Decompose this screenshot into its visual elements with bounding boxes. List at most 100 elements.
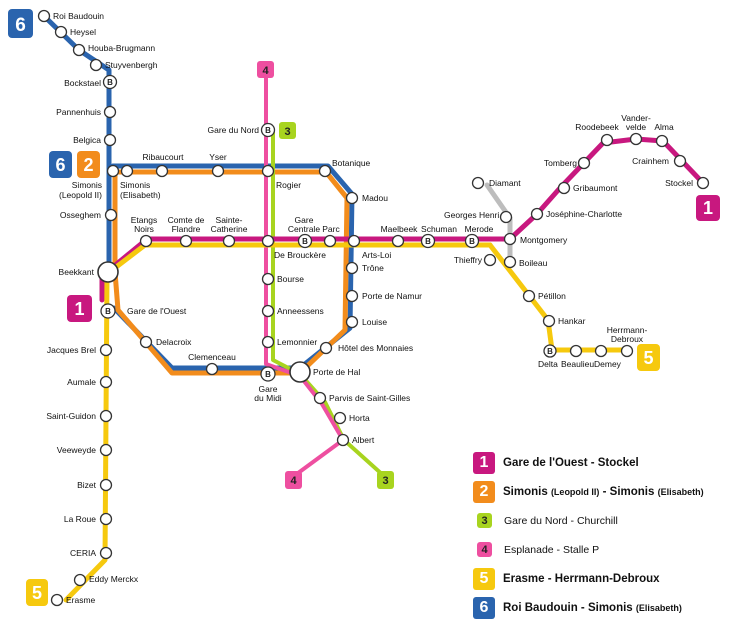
station-dot[interactable] bbox=[99, 375, 113, 389]
station-dot[interactable] bbox=[557, 181, 571, 195]
label-sainte-b: Catherine bbox=[211, 224, 248, 234]
legend-text-6a: Roi Baudouin - Simonis bbox=[503, 601, 636, 614]
station-beekkant-hub[interactable] bbox=[97, 261, 119, 283]
station-dot[interactable] bbox=[139, 234, 153, 248]
b-station-schuman[interactable]: B bbox=[420, 233, 436, 249]
station-dot[interactable] bbox=[345, 261, 359, 275]
label-houba: Houba-Brugmann bbox=[88, 43, 155, 53]
station-dot[interactable] bbox=[594, 344, 608, 358]
b-station-bockstael[interactable]: B bbox=[102, 74, 118, 90]
legend-item-line-5: 5 Erasme - Herrmann-Debroux bbox=[473, 565, 723, 592]
station-dot[interactable] bbox=[629, 132, 643, 146]
label-petillon: Pétillon bbox=[538, 291, 566, 301]
station-dot[interactable] bbox=[261, 335, 275, 349]
legend-text-4: Esplanade - Stalle P bbox=[504, 543, 600, 556]
station-dot[interactable] bbox=[483, 253, 497, 267]
b-station-gare-du-nord[interactable]: B bbox=[260, 122, 276, 138]
legend-badge-1: 1 bbox=[473, 451, 495, 474]
station-dot[interactable] bbox=[72, 43, 86, 57]
station-dot[interactable] bbox=[503, 232, 517, 246]
label-comte-a: Comte de bbox=[168, 215, 205, 225]
legend-text-1: Gare de l'Ouest - Stockel bbox=[503, 456, 639, 469]
legend-text-5: Erasme - Herrmann-Debroux bbox=[503, 572, 660, 585]
station-dot[interactable] bbox=[155, 164, 169, 178]
label-gare-du-nord: Gare du Nord bbox=[208, 125, 260, 135]
station-dot[interactable] bbox=[655, 134, 669, 148]
station-dot[interactable] bbox=[345, 191, 359, 205]
label-simonis-el-a: Simonis bbox=[120, 180, 150, 190]
label-veeweyde: Veeweyde bbox=[57, 445, 96, 455]
station-dot[interactable] bbox=[103, 105, 117, 119]
station-dot[interactable] bbox=[99, 478, 113, 492]
station-dot[interactable] bbox=[104, 208, 118, 222]
station-dot[interactable] bbox=[103, 133, 117, 147]
line-4-badge-top-label: 4 bbox=[262, 65, 269, 77]
station-dot[interactable] bbox=[222, 234, 236, 248]
station-porte-de-hal-hub[interactable] bbox=[289, 361, 311, 383]
label-parvis: Parvis de Saint-Gilles bbox=[329, 393, 410, 403]
label-roi-baudouin: Roi Baudouin bbox=[53, 11, 104, 21]
station-dot[interactable] bbox=[261, 234, 275, 248]
station-dot[interactable] bbox=[139, 335, 153, 349]
station-dot[interactable] bbox=[54, 25, 68, 39]
station-dot[interactable] bbox=[106, 164, 120, 178]
b-station-gare-du-midi[interactable]: B bbox=[260, 366, 276, 382]
station-dot[interactable] bbox=[261, 304, 275, 318]
label-etangs-b: Noirs bbox=[134, 224, 154, 234]
station-dot[interactable] bbox=[673, 154, 687, 168]
label-jacques-brel: Jacques Brel bbox=[47, 345, 96, 355]
b-station-delta[interactable]: B bbox=[543, 344, 557, 358]
station-dot[interactable] bbox=[503, 255, 517, 269]
station-dot[interactable] bbox=[179, 234, 193, 248]
station-dot[interactable] bbox=[89, 58, 103, 72]
station-dot[interactable] bbox=[336, 433, 350, 447]
station-dot[interactable] bbox=[569, 344, 583, 358]
station-dot[interactable] bbox=[323, 234, 337, 248]
station-dot[interactable] bbox=[211, 164, 225, 178]
station-dot[interactable] bbox=[600, 133, 614, 147]
station-dot[interactable] bbox=[261, 272, 275, 286]
svg-text:B: B bbox=[107, 78, 113, 87]
station-dot[interactable] bbox=[99, 343, 113, 357]
station-dot[interactable] bbox=[391, 234, 405, 248]
station-dot[interactable] bbox=[99, 409, 113, 423]
station-dot[interactable] bbox=[99, 443, 113, 457]
station-dot[interactable] bbox=[522, 289, 536, 303]
station-dot[interactable] bbox=[620, 344, 634, 358]
station-dot[interactable] bbox=[345, 289, 359, 303]
station-dot[interactable] bbox=[319, 341, 333, 355]
station-dot[interactable] bbox=[120, 164, 134, 178]
b-station-gare-ouest[interactable]: B bbox=[100, 303, 116, 319]
label-gare-ouest: Gare de l'Ouest bbox=[127, 306, 187, 316]
b-station-gare-centrale[interactable]: B bbox=[297, 233, 313, 249]
station-dot[interactable] bbox=[318, 164, 332, 178]
station-dot[interactable] bbox=[499, 210, 513, 224]
station-dot[interactable] bbox=[99, 512, 113, 526]
line-1-badge-left bbox=[67, 295, 92, 322]
svg-text:B: B bbox=[302, 237, 308, 246]
station-dot[interactable] bbox=[696, 176, 710, 190]
label-etangs-a: Etangs bbox=[131, 215, 157, 225]
station-dot[interactable] bbox=[205, 362, 219, 376]
label-heysel: Heysel bbox=[70, 27, 96, 37]
station-dot[interactable] bbox=[542, 314, 556, 328]
label-crainhem: Crainhem bbox=[632, 156, 669, 166]
station-dot[interactable] bbox=[577, 156, 591, 170]
station-dot[interactable] bbox=[261, 164, 275, 178]
station-dot[interactable] bbox=[345, 315, 359, 329]
line-5-east-path bbox=[487, 242, 631, 353]
label-anneessens: Anneessens bbox=[277, 306, 324, 316]
station-dot[interactable] bbox=[50, 593, 64, 607]
station-dot[interactable] bbox=[313, 391, 327, 405]
station-dot[interactable] bbox=[347, 234, 361, 248]
station-dot[interactable] bbox=[73, 573, 87, 587]
label-beaulieu: Beaulieu bbox=[561, 359, 594, 369]
label-gare-centrale-b: Centrale bbox=[288, 224, 320, 234]
station-dot[interactable] bbox=[333, 411, 347, 425]
station-dot[interactable] bbox=[37, 9, 51, 23]
station-dot[interactable] bbox=[99, 546, 113, 560]
b-station-merode[interactable]: B bbox=[464, 233, 480, 249]
station-dot[interactable] bbox=[530, 207, 544, 221]
label-simonis-l2-b: (Leopold II) bbox=[59, 190, 102, 200]
station-dot[interactable] bbox=[471, 176, 485, 190]
